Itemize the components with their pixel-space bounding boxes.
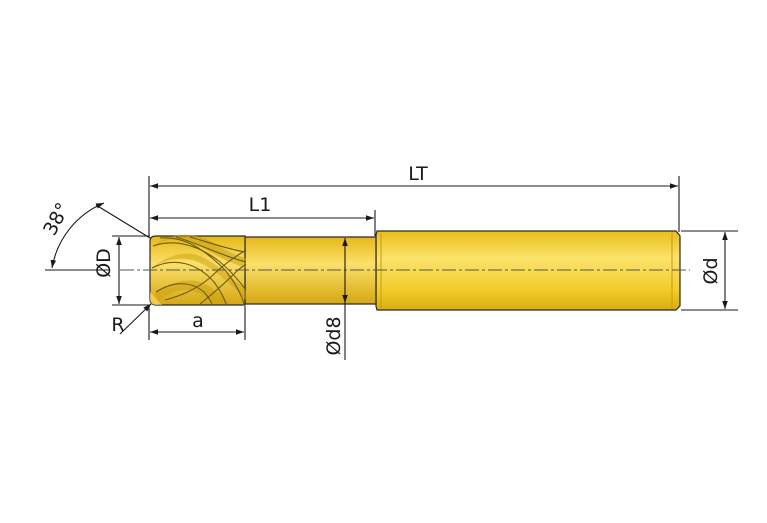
- lt-dimension: LT: [148, 163, 680, 236]
- neck-diameter-label: Ød8: [323, 316, 345, 355]
- neck-diameter-dimension: Ød8: [323, 238, 348, 360]
- cutter-diameter-label: ØD: [93, 248, 115, 278]
- corner-radius-dimension: R: [111, 303, 152, 336]
- lt-label: LT: [408, 163, 428, 185]
- corner-radius-label: R: [111, 314, 124, 336]
- l1-dimension: L1: [150, 194, 376, 236]
- shank-diameter-label: Ød: [700, 257, 722, 284]
- l1-label: L1: [249, 194, 272, 216]
- flute-length-dimension: a: [148, 306, 246, 340]
- helix-angle-label: 38°: [39, 199, 74, 239]
- shank-diameter-dimension: Ød: [681, 230, 738, 311]
- flute-length-label: a: [192, 310, 204, 332]
